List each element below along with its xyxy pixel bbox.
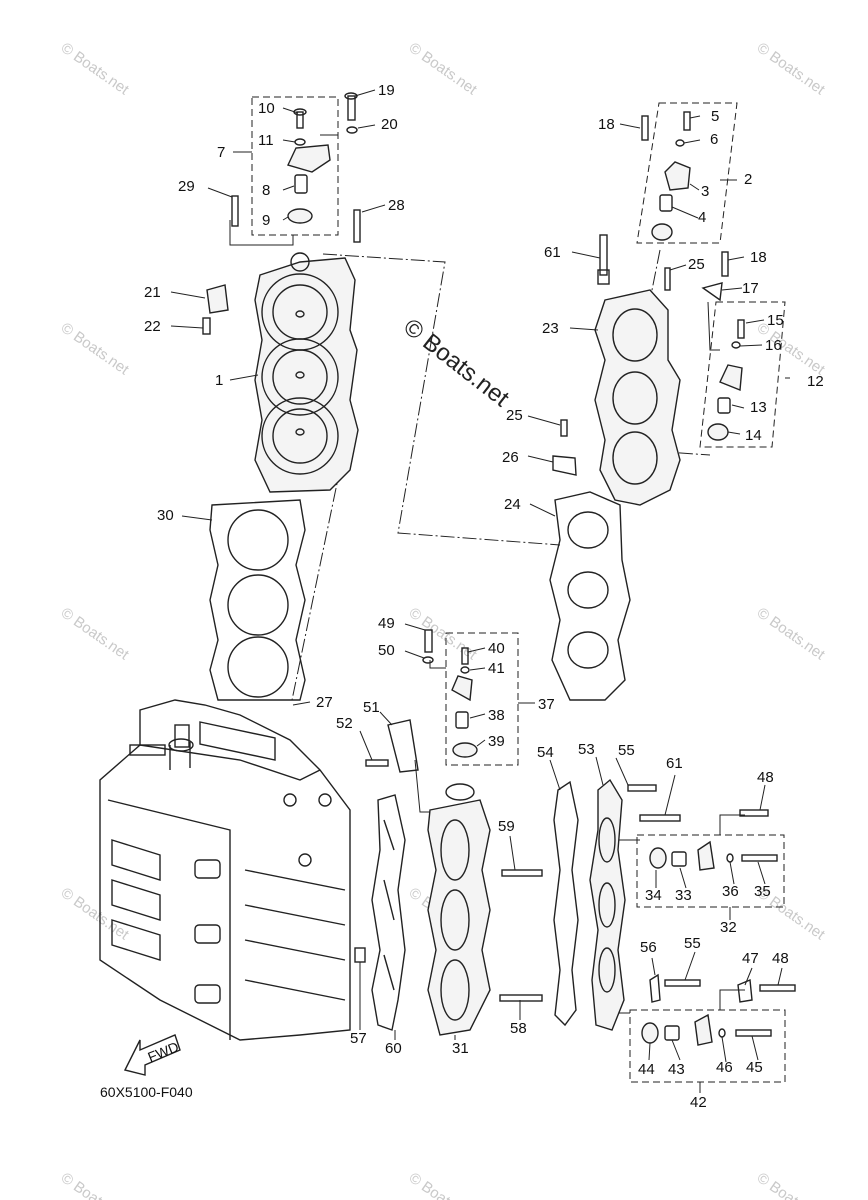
callout-54: 54 [537,744,554,761]
callout-10: 10 [258,100,275,117]
callout-49: 49 [378,615,395,632]
callout-43: 43 [668,1061,685,1078]
callout-52: 52 [336,715,353,732]
callout-55-low: 55 [684,935,701,952]
callout-40: 40 [488,640,505,657]
thermostat-group-2 [641,111,729,302]
callout-59: 59 [498,818,515,835]
cylinder-head-1 [254,252,359,493]
callout-16: 16 [765,337,782,354]
callout-46: 46 [716,1059,733,1076]
watermark: © Boats.net [406,39,481,98]
watermark: © Boats.net [406,1169,481,1200]
watermark: © Boats.net [754,604,829,663]
callout-48-low: 48 [772,950,789,967]
callout-14: 14 [745,427,762,444]
watermark: © Boats.net [754,39,829,98]
callout-30: 30 [157,507,174,524]
watermark: © Boats.net [58,319,133,378]
callout-26: 26 [502,449,519,466]
exhaust-cover-53 [589,778,626,1031]
cylinder-head-31 [427,783,491,1036]
callout-17: 17 [742,280,759,297]
callout-44: 44 [638,1061,655,1078]
group-boxes [251,96,786,1083]
callout-18-right: 18 [750,249,767,266]
callout-29: 29 [178,178,195,195]
thermostat-group-12 [552,319,745,476]
watermark: © Boats.net [58,39,133,98]
callout-5: 5 [711,108,719,125]
callout-7: 7 [217,144,225,161]
watermark: © Boats.net [58,604,133,663]
callout-39: 39 [488,733,505,750]
callout-3: 3 [701,183,709,200]
callout-47: 47 [742,950,759,967]
callout-15: 15 [767,312,784,329]
head-gasket-30 [209,499,306,701]
thermostat-group-7 [202,92,361,335]
callout-42: 42 [690,1094,707,1111]
callout-53: 53 [578,741,595,758]
callout-57: 57 [350,1030,367,1047]
head-gasket-60 [354,794,406,1031]
callout-61-low: 61 [666,755,683,772]
callout-27: 27 [316,694,333,711]
callout-51: 51 [363,699,380,716]
callout-48-top: 48 [757,769,774,786]
exhaust-gasket-24 [549,491,631,701]
center-watermark: © Boats.net [398,313,514,412]
callout-20: 20 [381,116,398,133]
callout-35: 35 [754,883,771,900]
callout-50: 50 [378,642,395,659]
callout-28: 28 [388,197,405,214]
exhaust-gasket-54 [553,780,579,1027]
callout-33: 33 [675,887,692,904]
callout-22: 22 [144,318,161,335]
watermark: © Boats.net [754,1169,829,1200]
small-hardware [365,629,796,1046]
callout-31: 31 [452,1040,469,1057]
callout-9: 9 [262,212,270,229]
callout-34: 34 [645,887,662,904]
callout-25-mid: 25 [506,407,523,424]
callout-19: 19 [378,82,395,99]
engine-block [99,699,351,1041]
fwd-label: FWD [145,1038,181,1065]
callout-18: 18 [598,116,615,133]
callout-21: 21 [144,284,161,301]
callout-36: 36 [722,883,739,900]
callout-11: 11 [258,132,274,149]
callout-6: 6 [710,131,718,148]
callout-1: 1 [215,372,223,389]
callout-2: 2 [744,171,752,188]
diagram-code: 60X5100-F040 [100,1084,193,1100]
callout-58: 58 [510,1020,527,1037]
callout-38: 38 [488,707,505,724]
fwd-arrow-icon: FWD [123,1034,181,1076]
callout-4: 4 [698,209,706,226]
exhaust-cover-23 [594,234,681,506]
callout-55-top: 55 [618,742,635,759]
watermark: © Boats.net [58,884,133,943]
callout-56: 56 [640,939,657,956]
callout-60: 60 [385,1040,402,1057]
callout-12: 12 [807,373,824,390]
watermark: © Boats.net [58,1169,133,1200]
callout-41: 41 [488,660,505,677]
callout-23: 23 [542,320,559,337]
callout-8: 8 [262,182,270,199]
callout-13: 13 [750,399,767,416]
callout-24: 24 [504,496,521,513]
callout-37: 37 [538,696,555,713]
leader-lines [170,89,790,1093]
callout-45: 45 [746,1059,763,1076]
callout-25-top: 25 [688,256,705,273]
callout-61-top: 61 [544,244,561,261]
callout-numbers: 10 11 7 8 9 19 20 29 28 21 22 1 30 27 18… [144,82,824,1111]
callout-32: 32 [720,919,737,936]
